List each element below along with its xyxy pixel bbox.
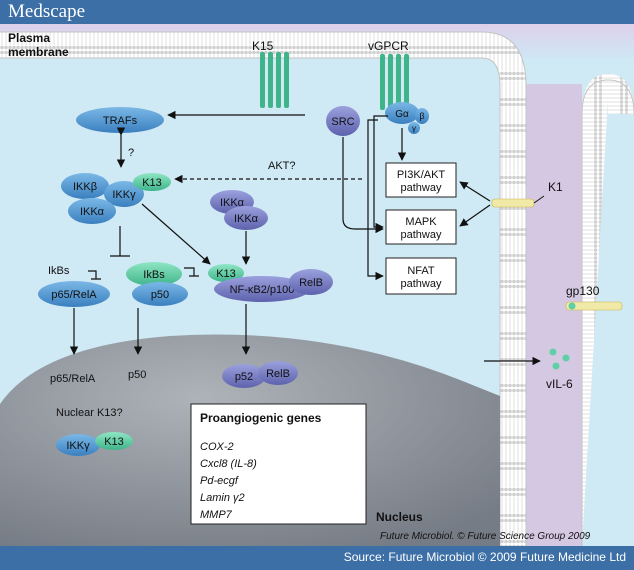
nfat-label: NFAT	[407, 265, 435, 277]
footer-bar: Source: Future Microbiol © 2009 Future M…	[0, 546, 634, 570]
ikbs-inhibition-2	[184, 267, 199, 277]
src-label: SRC	[331, 116, 354, 128]
nucleus-label: Nucleus	[376, 510, 423, 524]
nuclear-k13-label: Nuclear K13?	[56, 407, 123, 419]
ikbs-inhibition-1	[88, 270, 101, 280]
p52-label: p52	[235, 371, 253, 383]
nfkb2-protein	[214, 276, 310, 302]
src-to-mapk-arrow	[342, 137, 384, 234]
gene-item: Pd-ecgf	[200, 475, 239, 487]
gene-item: MMP7	[200, 509, 233, 521]
pi3k-pathway-label: pathway	[401, 182, 442, 194]
membrane-label-line1: Plasma	[8, 31, 50, 45]
relb-protein	[289, 269, 333, 295]
question-label: ?	[128, 147, 134, 159]
ggamma-label: γ	[412, 124, 416, 133]
src-protein	[326, 106, 360, 136]
k1-to-mapk-arrow	[459, 204, 491, 227]
traf-protein	[76, 107, 164, 133]
ikkb-protein	[61, 173, 109, 199]
p65-label: p65/RelA	[51, 289, 97, 301]
relb-protein-2	[258, 361, 298, 385]
vil6-particle	[552, 362, 560, 370]
vil6-label: vIL-6	[546, 377, 573, 391]
ggamma-subunit	[408, 122, 420, 134]
relb-label: RelB	[299, 277, 323, 289]
proangiogenic-genes-box	[190, 403, 367, 525]
nuclear-ikkg-label: IKKγ	[66, 440, 90, 452]
genes-title: Proangiogenic genes	[200, 411, 322, 425]
galpha-subunit	[385, 102, 419, 124]
ikkb-label: IKKβ	[73, 181, 97, 193]
ikka-dimer-bottom	[224, 206, 268, 230]
ikkg-label: IKKγ	[112, 189, 136, 201]
vil6-particle	[549, 348, 557, 356]
k13-label: K13	[142, 177, 162, 189]
nuclear-p65-label: p65/RelA	[50, 373, 96, 385]
nfat-pathway-label: pathway	[401, 278, 442, 290]
figure-credit: Future Microbiol. © Future Science Group…	[380, 531, 591, 542]
k1-label: K1	[548, 180, 563, 194]
k15-label: K15	[252, 39, 274, 53]
p52-protein	[222, 364, 266, 388]
p65-protein	[38, 281, 110, 307]
ikkg-protein	[104, 181, 144, 207]
gbeta-subunit	[415, 108, 429, 124]
brand-logo[interactable]: Medscape	[8, 1, 86, 22]
ikbs-protein-2	[126, 262, 182, 286]
k1-receptor	[491, 198, 535, 208]
pi3k-label: PI3K/AKT	[397, 169, 446, 181]
membrane-label-line2: membrane	[8, 45, 69, 59]
ikbs-label-1: IkBs	[48, 265, 70, 277]
mapk-pathway-box	[385, 209, 457, 245]
nuclear-p50-label: p50	[128, 369, 146, 381]
pi3k-akt-pathway-box	[385, 162, 457, 198]
nfkb2-label: NF-κB2/p100	[230, 284, 295, 296]
galpha-label: Gα	[395, 109, 409, 120]
ikka-label: IKKα	[80, 206, 105, 218]
gene-item: COX-2	[200, 441, 234, 453]
ikbs-label-2: IkBs	[143, 269, 165, 281]
gprotein-to-nfat-arrow	[367, 119, 384, 281]
gbeta-label: β	[419, 111, 424, 121]
nuclear-k13-protein	[95, 432, 133, 450]
k13-protein-2	[208, 264, 244, 282]
k13-protein	[133, 173, 171, 191]
ikk-to-nfkb2-arrow	[141, 203, 211, 265]
vil6-particle	[562, 354, 570, 362]
intercellular-space	[516, 84, 582, 546]
gene-item: Cxcl8 (IL-8)	[200, 458, 257, 470]
nuclear-ikkg-protein	[56, 434, 100, 456]
gp130-receptor	[565, 301, 623, 311]
k13-label-2: K13	[216, 268, 236, 280]
p50-label: p50	[151, 289, 169, 301]
ikka-dimer-bottom-label: IKKα	[234, 213, 259, 225]
traf-label: TRAFs	[103, 115, 138, 127]
nfat-pathway-box	[385, 257, 457, 295]
relb-label-2: RelB	[266, 368, 290, 380]
ikka-protein	[68, 198, 116, 224]
ikka-dimer-top-label: IKKα	[220, 197, 245, 209]
diagram-canvas: Plasma membrane K15 vGPCR Gα β γ SRC	[0, 24, 634, 546]
ikk-inhibition	[110, 226, 130, 257]
source-credit: Source: Future Microbiol © 2009 Future M…	[343, 550, 626, 564]
gp130-label: gp130	[566, 284, 600, 298]
p50-protein	[132, 282, 188, 306]
vgpcr-receptor	[380, 54, 409, 110]
akt-label: AKT?	[268, 160, 296, 172]
gene-item: Lamin γ2	[200, 492, 245, 504]
k1-to-pi3k-arrow	[459, 181, 491, 202]
nuclear-k13-protein-label: K13	[104, 436, 124, 448]
mapk-label: MAPK	[405, 216, 437, 228]
header-bar: Medscape	[0, 0, 634, 24]
k15-receptor	[260, 52, 289, 108]
mapk-pathway-label: pathway	[401, 229, 442, 241]
vgpcr-label: vGPCR	[368, 39, 409, 53]
